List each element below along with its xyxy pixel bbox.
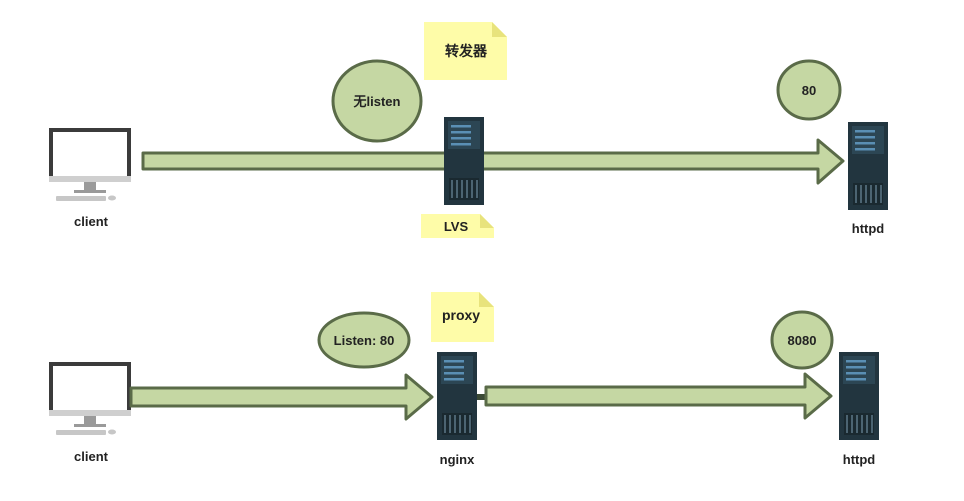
client-to-nginx-arrow bbox=[129, 373, 434, 421]
no-listen-bubble bbox=[331, 59, 423, 143]
bottom-client-label: client bbox=[74, 449, 109, 464]
lvs-label-note bbox=[421, 214, 494, 238]
proxy-note-text: proxy bbox=[442, 307, 480, 323]
forwarder-note-text: 转发器 bbox=[445, 43, 488, 59]
listen-80-bubble-text: Listen: 80 bbox=[334, 333, 395, 348]
bottom-httpd-label: httpd bbox=[843, 452, 876, 467]
bottom-client-monitor-icon bbox=[49, 362, 131, 435]
proxy-note bbox=[431, 292, 494, 342]
lvs-server-icon bbox=[444, 117, 484, 205]
port-8080-bubble bbox=[770, 310, 834, 370]
bottom-httpd-server-icon bbox=[839, 352, 879, 440]
forwarder-note bbox=[424, 22, 507, 80]
nginx-connector bbox=[477, 394, 487, 400]
nginx-label: nginx bbox=[440, 452, 475, 467]
port-8080-bubble-text: 8080 bbox=[788, 333, 817, 348]
top-httpd-server-icon bbox=[848, 122, 888, 210]
top-forward-arrow bbox=[141, 138, 845, 185]
port-80-bubble-text: 80 bbox=[802, 83, 816, 98]
nginx-to-httpd-arrow bbox=[484, 372, 833, 420]
listen-80-bubble bbox=[317, 311, 411, 369]
client-monitor-icon bbox=[49, 128, 131, 201]
port-80-bubble bbox=[776, 59, 842, 121]
top-client-label: client bbox=[74, 214, 109, 229]
nginx-server-icon bbox=[437, 352, 477, 440]
lvs-label: LVS bbox=[444, 219, 469, 234]
no-listen-bubble-text: 无listen bbox=[353, 94, 401, 109]
top-httpd-label: httpd bbox=[852, 221, 885, 236]
